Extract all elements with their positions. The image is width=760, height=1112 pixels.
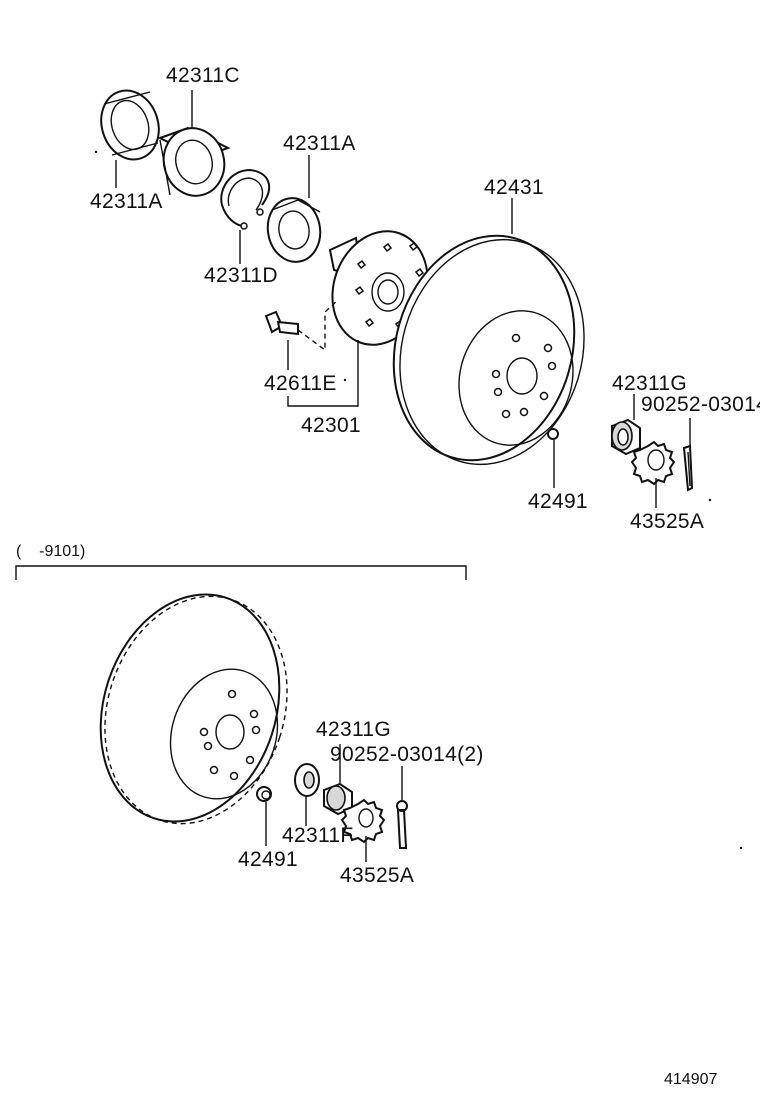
label-42311a-left: 42311A	[90, 190, 163, 213]
label-42491-upper: 42491	[528, 490, 588, 513]
nut-lock-cap-43525a-lower	[340, 798, 386, 844]
hole-plug-42491-lower	[256, 786, 272, 802]
label-42611e: 42611E	[264, 372, 337, 395]
label-90252-upper: 90252-03014	[641, 393, 760, 416]
bearing-42311c	[157, 126, 231, 197]
label-90252-lower: 90252-03014(2)	[330, 743, 484, 766]
snap-ring-42311d	[220, 168, 271, 230]
scan-speck	[343, 378, 347, 382]
label-42311d: 42311D	[204, 264, 278, 287]
scan-speck	[708, 498, 712, 502]
hole-plug-42491-upper	[547, 428, 559, 440]
upper-assembly	[100, 89, 694, 508]
label-42311g-upper: 42311G	[612, 372, 687, 395]
oil-seal-42311a-left	[100, 89, 160, 161]
scan-speck	[739, 846, 743, 850]
label-43525a-upper: 43525A	[630, 510, 704, 533]
oil-seal-42311a-top	[266, 197, 322, 263]
label-42311a-top: 42311A	[283, 132, 356, 155]
washer-42311f	[294, 763, 320, 797]
lower-assembly	[99, 593, 408, 862]
disc-rotor-42431	[392, 234, 585, 466]
lock-nut-42311g-upper	[611, 418, 641, 456]
label-42311c: 42311C	[166, 64, 240, 87]
label-42311g-lower: 42311G	[316, 718, 391, 741]
label-42431: 42431	[484, 176, 544, 199]
cotter-pin-90252-upper	[682, 444, 694, 492]
scan-speck	[94, 150, 98, 154]
nut-lock-cap-43525a-upper	[630, 440, 676, 486]
figure-number: 414907	[664, 1071, 717, 1088]
range-bracket	[15, 565, 467, 580]
disc-rotor-lower	[99, 593, 288, 825]
cotter-pin-90252-lower	[396, 800, 408, 849]
label-42301: 42301	[301, 414, 361, 437]
label-43525a-lower: 43525A	[340, 864, 414, 887]
range-note: ( -9101)	[16, 543, 85, 560]
hub-bolt-42611e	[264, 299, 339, 352]
label-42491-lower: 42491	[238, 848, 298, 871]
label-42311f: 42311F	[282, 824, 353, 847]
